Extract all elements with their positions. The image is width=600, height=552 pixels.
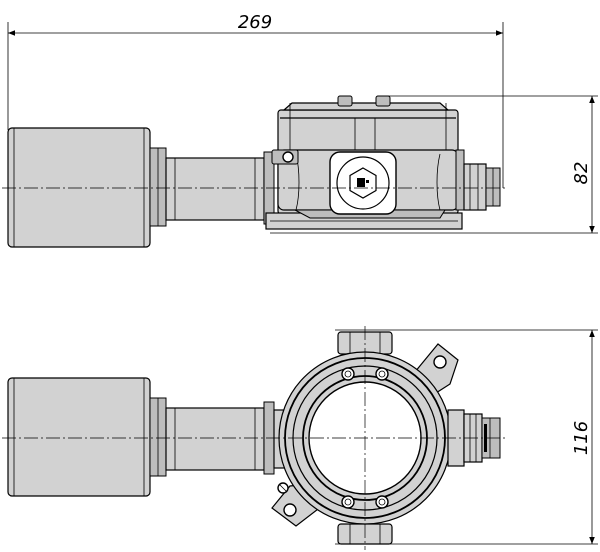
- enclosure-body-side: [265, 95, 465, 230]
- dimension-length: 269: [7, 12, 504, 188]
- dimension-width-label: 116: [571, 421, 592, 455]
- top-view: [2, 326, 508, 550]
- cable-gland-side: [463, 163, 501, 211]
- sensor-head: [7, 127, 151, 248]
- dimension-height: 82: [270, 95, 598, 234]
- cover-screws: [341, 367, 389, 509]
- sensor-neck: [165, 157, 265, 221]
- dimension-length-label: 269: [238, 12, 272, 33]
- side-view: [2, 95, 508, 248]
- hex-boss: [329, 151, 397, 215]
- dimension-height-label: 82: [571, 162, 592, 185]
